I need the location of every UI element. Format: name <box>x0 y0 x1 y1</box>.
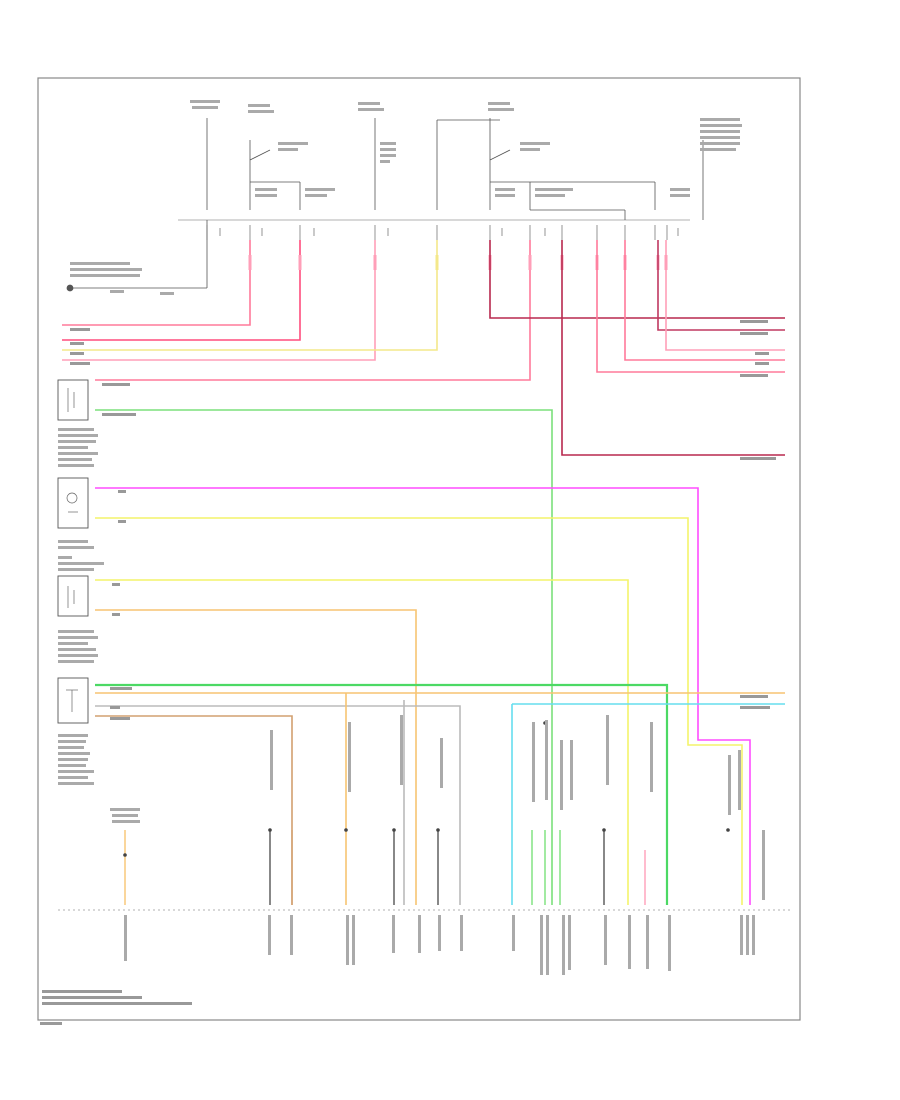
ground-symbol <box>66 284 74 292</box>
component-3-box <box>57 575 89 617</box>
module-lead-splices <box>123 721 730 857</box>
fuse-block <box>66 118 704 292</box>
component-label-marks <box>58 428 104 785</box>
fuse-label-marks <box>70 100 742 295</box>
module-pin-label-marks <box>110 715 765 975</box>
module-lead-wires <box>124 830 646 905</box>
wire-bundle-middle <box>95 409 785 905</box>
wire-bundle-red <box>62 240 531 381</box>
component-inner-symbols <box>66 388 78 712</box>
wire-bundle-right-red <box>489 240 785 456</box>
component-4-box <box>57 677 89 724</box>
component-1-box <box>57 379 89 421</box>
wire-splice-marks <box>248 255 668 270</box>
fuse-connector-marks <box>206 225 679 240</box>
wire-label-marks <box>70 320 776 720</box>
component-boxes <box>57 379 89 724</box>
diagram-border <box>37 77 801 1021</box>
module-name-marks <box>40 990 192 1025</box>
